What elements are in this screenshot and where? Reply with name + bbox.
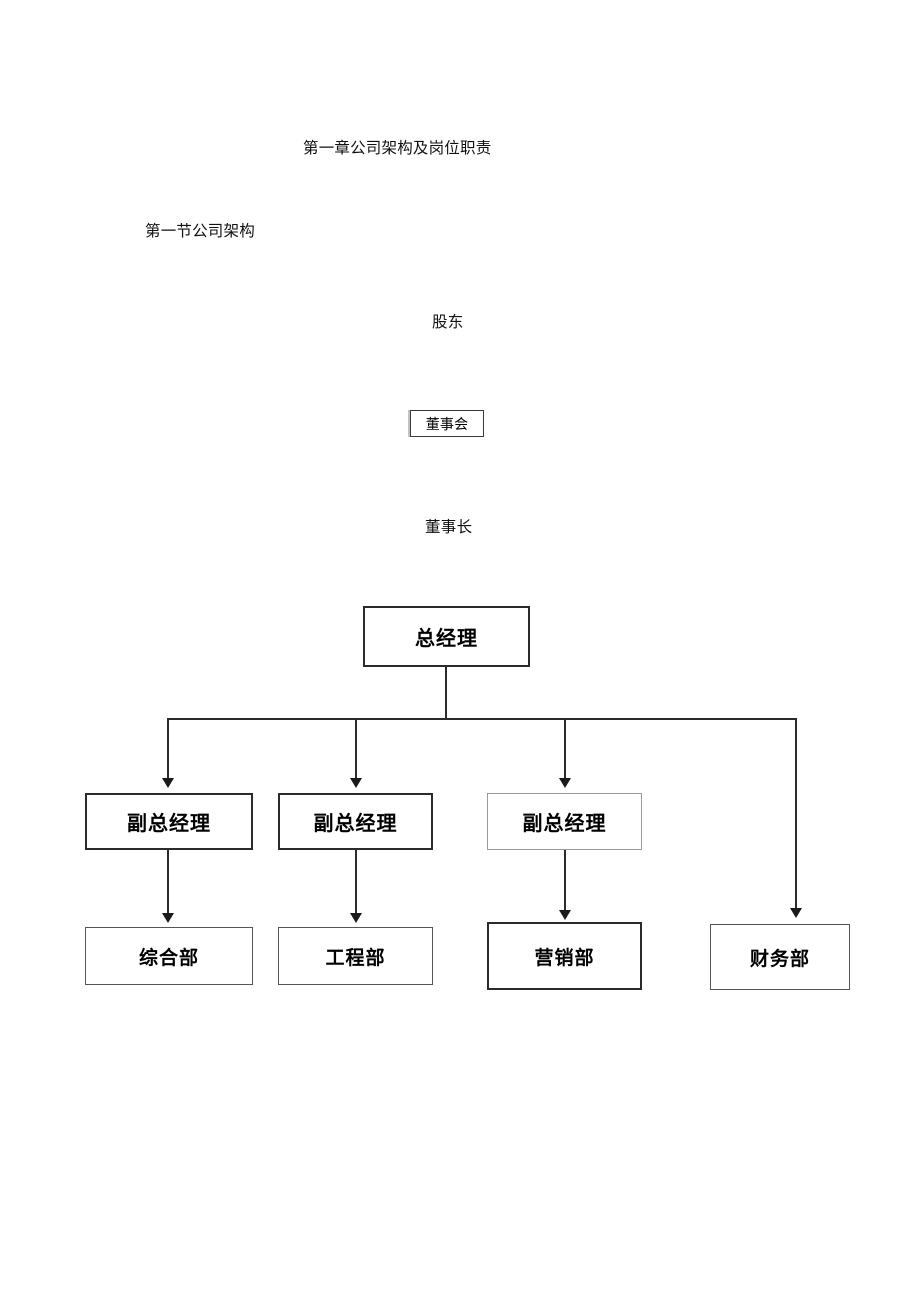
org-node-dept-finance-label: 财务部	[749, 947, 810, 970]
org-node-general-manager-label: 总经理	[415, 626, 478, 650]
arrowhead-dept-general	[162, 913, 174, 923]
connector-bus-to-finance	[795, 718, 797, 910]
connector-bus-to-deputy-3	[564, 718, 566, 780]
page-title: 第一章公司架构及岗位职责	[303, 139, 492, 157]
org-node-board-label: 董事会	[425, 416, 469, 433]
section-title: 第一节公司架构	[145, 222, 255, 240]
arrowhead-deputy-3	[559, 778, 571, 788]
org-node-chairman: 董事长	[425, 518, 473, 536]
org-node-dept-engineering: 工程部	[278, 927, 433, 985]
connector-bus	[167, 718, 797, 720]
org-node-dept-general: 综合部	[85, 927, 253, 985]
org-node-dept-marketing-label: 营销部	[534, 946, 595, 969]
org-node-dept-finance: 财务部	[710, 924, 850, 990]
arrowhead-dept-engineering	[350, 913, 362, 923]
org-node-deputy-gm-2: 副总经理	[278, 793, 433, 850]
connector-gm-trunk	[445, 667, 447, 719]
org-node-dept-engineering-label: 工程部	[325, 946, 386, 969]
arrowhead-deputy-2	[350, 778, 362, 788]
connector-deputy-2-to-engineering	[355, 850, 357, 915]
connector-deputy-1-to-general	[167, 850, 169, 915]
org-node-general-manager: 总经理	[363, 606, 530, 667]
org-node-dept-marketing: 营销部	[487, 922, 642, 990]
org-node-deputy-gm-1: 副总经理	[85, 793, 253, 850]
org-node-board-of-directors: 董事会	[410, 410, 484, 437]
org-node-deputy-gm-2-label: 副总经理	[313, 811, 398, 835]
org-node-deputy-gm-1-label: 副总经理	[127, 811, 211, 835]
org-node-shareholders: 股东	[432, 313, 464, 331]
connector-bus-to-deputy-2	[355, 718, 357, 780]
connector-bus-to-deputy-1	[167, 718, 169, 780]
org-node-dept-general-label: 综合部	[138, 946, 199, 969]
arrowhead-deputy-1	[162, 778, 174, 788]
connector-deputy-3-to-marketing	[564, 850, 566, 912]
org-node-deputy-gm-3-label: 副总经理	[522, 811, 607, 835]
org-node-deputy-gm-3: 副总经理	[487, 793, 642, 850]
arrowhead-finance	[790, 908, 802, 918]
arrowhead-dept-marketing	[559, 910, 571, 920]
